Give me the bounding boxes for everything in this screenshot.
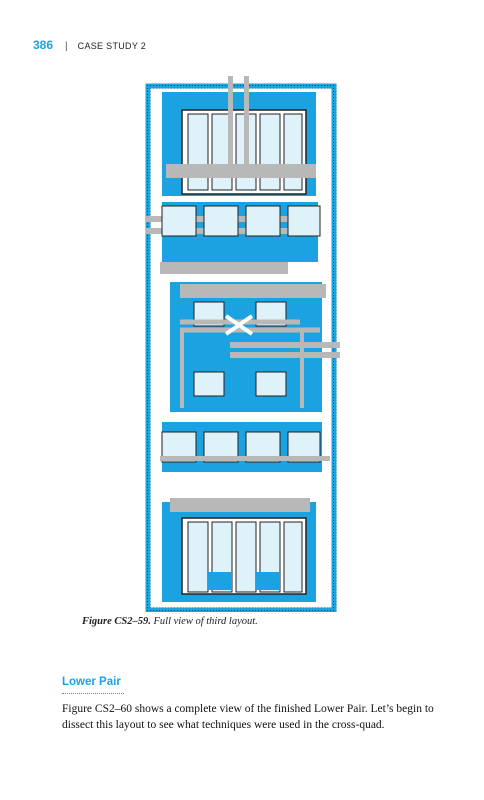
figure-caption: Figure CS2–59. Full view of third layout…	[82, 616, 258, 627]
layout-illustration	[145, 76, 340, 612]
figure-caption-label: Figure CS2–59.	[82, 616, 151, 627]
heading-rule	[62, 693, 124, 694]
body-paragraph: Figure CS2–60 shows a complete view of t…	[62, 703, 434, 731]
page-header: 386 | CASE STUDY 2	[33, 38, 146, 54]
figure-caption-text: Full view of third layout.	[153, 616, 258, 627]
layout-figure	[140, 72, 350, 612]
bottom-transistor-array	[181, 517, 307, 595]
cross-quad	[180, 301, 340, 408]
middle-transistor-row	[161, 205, 321, 237]
header-separator: |	[65, 41, 68, 52]
running-head: CASE STUDY 2	[77, 41, 147, 51]
section-heading: Lower Pair	[62, 676, 121, 688]
page-number: 386	[33, 38, 54, 52]
lower-transistor-row	[160, 431, 330, 463]
